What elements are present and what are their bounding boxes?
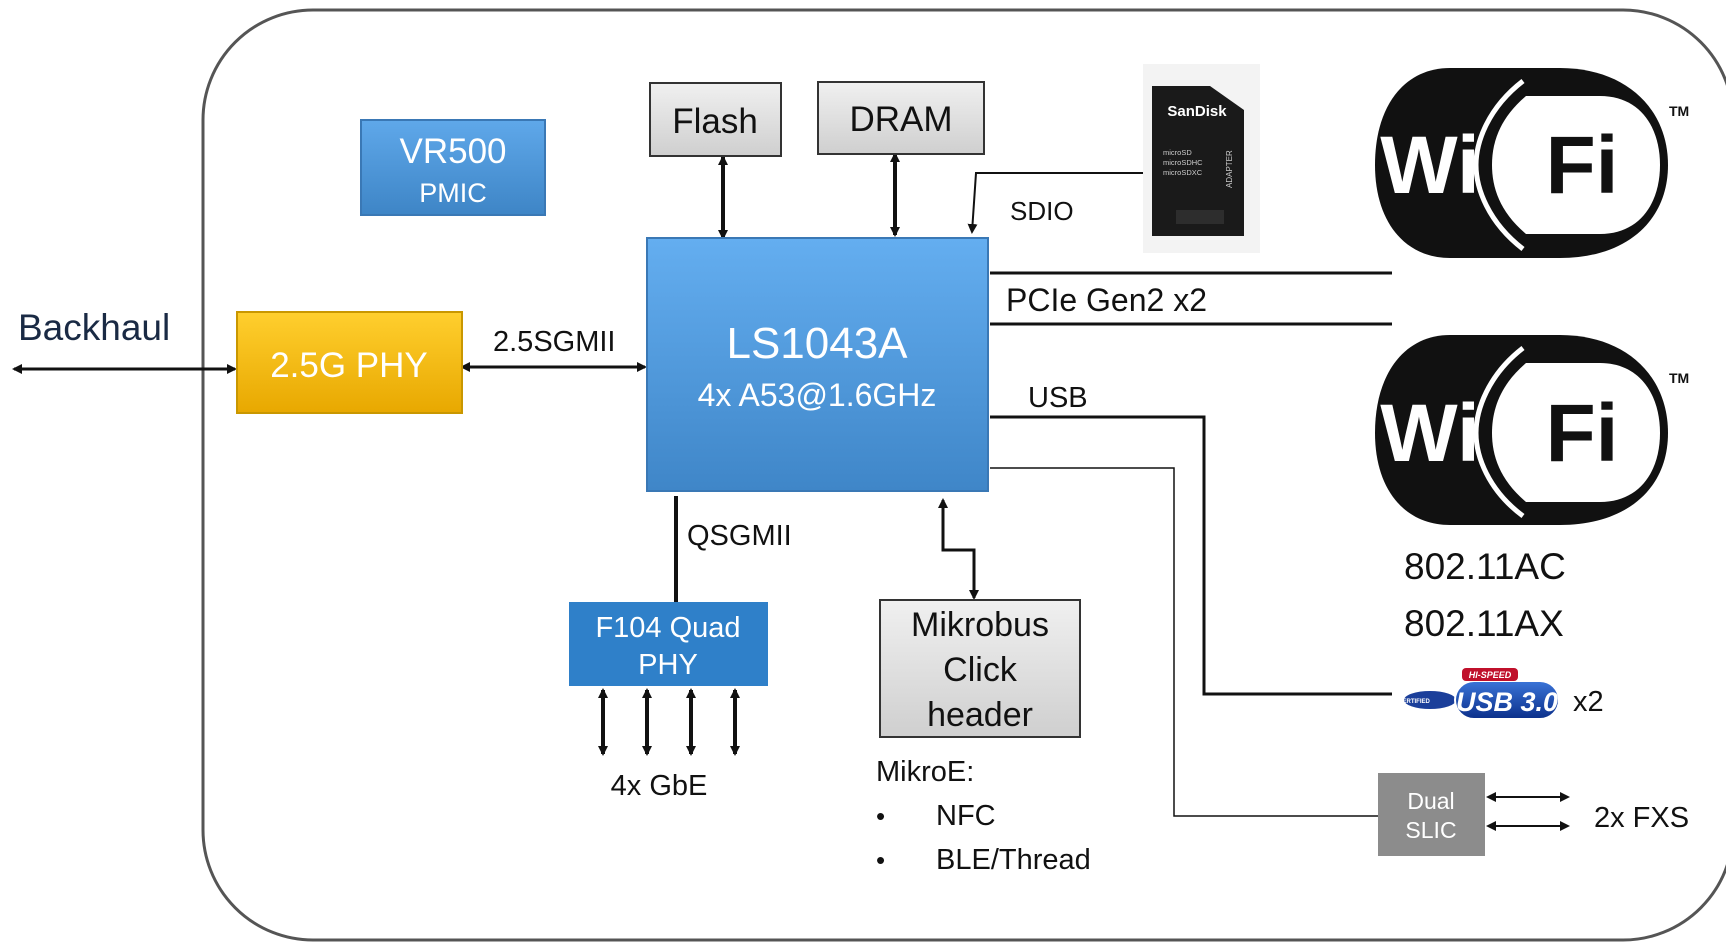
usb3-text: USB 3.0 xyxy=(1456,687,1558,717)
wifi-logo: Wi Fi TM xyxy=(1375,64,1689,262)
mikroe-title: MikroE: xyxy=(876,756,974,788)
wifi-logo-tm: TM xyxy=(1669,370,1689,386)
sd-format-2: microSDHC xyxy=(1163,158,1203,167)
pcie-label: PCIe Gen2 x2 xyxy=(1006,282,1207,318)
slic-line2: SLIC xyxy=(1405,817,1456,843)
gbe-label: 4x GbE xyxy=(611,770,708,802)
pmic-label: PMIC xyxy=(419,178,487,208)
mikroe-bullet-1: • xyxy=(876,801,885,831)
soc-ls1043a-block: LS1043A 4x A53@1.6GHz xyxy=(646,237,989,492)
sd-format-3: microSDXC xyxy=(1163,168,1203,177)
sd-format-1: microSD xyxy=(1163,148,1192,157)
flash-label: Flash xyxy=(672,102,758,141)
usb-line xyxy=(990,415,1392,696)
sd-adapter-label: ADAPTER xyxy=(1225,150,1234,188)
quad-phy-line1: F104 Quad xyxy=(595,612,740,644)
mikroe-item: BLE/Thread xyxy=(936,844,1091,876)
slic-line1: Dual xyxy=(1407,788,1454,814)
mikrobus-line1: Mikrobus xyxy=(911,606,1049,644)
vr500-pmic-block: VR500 PMIC xyxy=(360,119,546,216)
wifi-logo-fi: Fi xyxy=(1546,388,1619,479)
mikroe-list: • NFC • BLE/Thread xyxy=(876,800,1091,876)
sandisk-brand: SanDisk xyxy=(1167,103,1227,120)
wifi-logo-tm: TM xyxy=(1669,103,1689,119)
wifi-standard-ac: 802.11AC xyxy=(1404,546,1566,587)
sd-card-icon: SanDisk microSD microSDHC microSDXC ADAP… xyxy=(1143,64,1260,253)
mikrobus-line3: header xyxy=(927,696,1033,734)
sgmii-label: 2.5SGMII xyxy=(493,326,616,358)
wifi-logo-fi: Fi xyxy=(1546,120,1619,211)
quad-phy-block: F104 Quad PHY xyxy=(569,602,768,686)
wifi-standard-ax: 802.11AX xyxy=(1404,603,1564,644)
board-outline xyxy=(201,8,1726,942)
dram-label: DRAM xyxy=(849,100,952,139)
usb-count-label: x2 xyxy=(1573,686,1604,718)
mikroe-item: NFC xyxy=(936,800,996,832)
qsgmii-label: QSGMII xyxy=(687,520,792,552)
usb3-logo: CERTIFIED HI-SPEED USB 3.0 xyxy=(1398,668,1560,720)
fxs-label: 2x FXS xyxy=(1594,802,1689,834)
soc-cores: 4x A53@1.6GHz xyxy=(698,377,937,413)
dram-block: DRAM xyxy=(817,81,985,155)
wifi-logo-wi: Wi xyxy=(1380,388,1479,479)
wifi-logo-wi: Wi xyxy=(1380,120,1479,211)
connections xyxy=(12,152,1570,831)
usb-label: USB xyxy=(1028,382,1088,414)
usb3-certified: CERTIFIED xyxy=(1398,699,1430,705)
wifi-logo: Wi Fi TM xyxy=(1375,330,1689,528)
flash-block: Flash xyxy=(649,82,782,157)
dual-slic-block: Dual SLIC xyxy=(1378,773,1485,856)
quad-phy-line2: PHY xyxy=(638,649,698,681)
usb3-hispeed: HI-SPEED xyxy=(1469,670,1512,680)
sdio-label: SDIO xyxy=(1010,196,1074,226)
mikroe-bullet-2: • xyxy=(876,845,885,875)
backhaul-label: Backhaul xyxy=(18,307,170,348)
sdio-line xyxy=(967,168,1172,234)
mikrobus-line2: Click xyxy=(943,651,1018,689)
slic-line xyxy=(990,467,1378,817)
phy-25g-block: 2.5G PHY xyxy=(236,311,463,414)
mikrobus-block: Mikrobus Click header xyxy=(879,599,1081,738)
phy-25g-label: 2.5G PHY xyxy=(270,346,428,385)
vr500-label: VR500 xyxy=(399,132,506,171)
soc-name: LS1043A xyxy=(726,319,908,368)
mikrobus-arrow xyxy=(938,498,979,600)
